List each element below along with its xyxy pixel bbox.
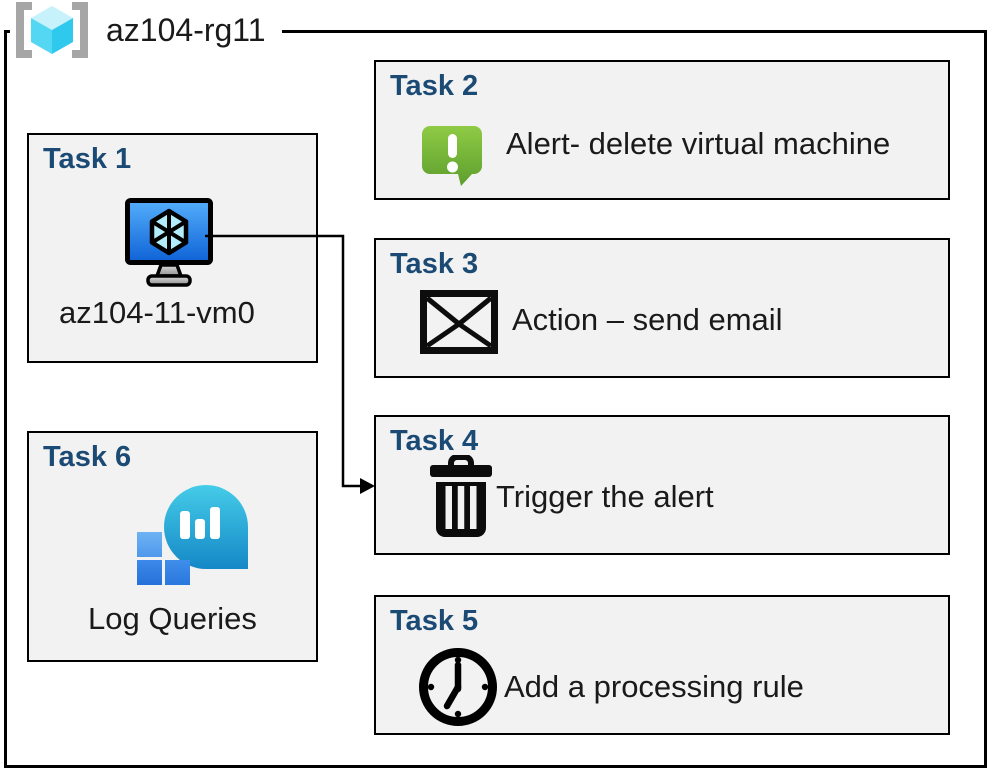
resource-group-title: az104-rg11: [106, 11, 266, 48]
task-5-label: Add a processing rule: [504, 669, 804, 704]
task-6-heading: Task 6: [43, 441, 132, 473]
log-bubble-shape: [164, 485, 248, 569]
log-tile: [137, 532, 162, 557]
task-5-heading: Task 5: [390, 605, 479, 637]
task-5-box: Task 5 Add a processing rule: [374, 595, 950, 735]
task-4-heading: Task 4: [390, 425, 479, 457]
virtual-machine-icon: [125, 198, 213, 287]
alert-message-icon: [422, 126, 482, 186]
task-4-box: Task 4 Trigger the alert: [374, 415, 950, 555]
task-1-label: az104-11-vm0: [59, 295, 255, 330]
task-4-label: Trigger the alert: [496, 479, 714, 514]
task-2-heading: Task 2: [390, 70, 479, 102]
task-2-box: Task 2 Alert- delete virtual machine: [374, 60, 950, 200]
delete-trash-icon: [430, 455, 492, 537]
task-2-label: Alert- delete virtual machine: [506, 126, 891, 161]
log-analytics-icon: [137, 485, 248, 585]
task-1-box: Task 1 az104-11-vm: [27, 133, 318, 363]
log-tile: [137, 560, 162, 585]
clock-icon: [419, 648, 497, 726]
task-6-label: Log Queries: [88, 601, 257, 636]
log-tile: [165, 560, 190, 585]
log-chart-bar: [210, 507, 220, 539]
log-chart-bar: [195, 519, 205, 539]
task-3-box: Task 3 Action – send email: [374, 238, 950, 378]
task-3-heading: Task 3: [390, 248, 479, 280]
task-6-box: Task 6 Log Queries: [27, 431, 318, 662]
resource-group-header: az104-rg11: [10, 2, 282, 58]
task-3-label: Action – send email: [512, 302, 783, 337]
log-chart-bar: [180, 511, 190, 539]
task-1-heading: Task 1: [43, 143, 132, 175]
resource-group-icon: [16, 2, 88, 58]
email-envelope-icon: [420, 290, 498, 354]
